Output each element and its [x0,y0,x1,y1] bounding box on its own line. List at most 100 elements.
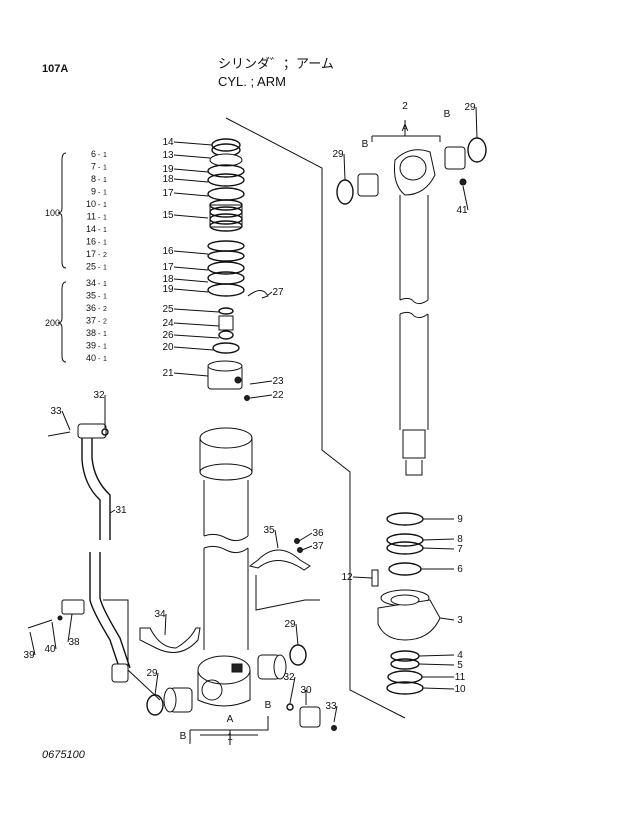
leader-line [343,153,346,181]
kit-item-separator: - [98,319,101,326]
callout-tube-label: 29 [284,619,296,630]
callout-piston-label: 24 [162,318,174,329]
kit-item-qty: 1 [103,215,107,222]
callout-piston-label: 19 [162,164,174,175]
callout-pipe-label: 35 [263,525,275,536]
kit-item-separator: - [98,356,101,363]
leader-line [274,529,279,549]
kit-item-separator: - [98,165,101,172]
callout-piston-label: 18 [162,274,174,285]
callout-piston-label: 13 [162,150,174,161]
kit-label-200: 200 [45,318,60,328]
callout-piston-label: 19 [162,284,174,295]
kit-item-number: 40 [86,353,96,363]
kit-item-number: 37 [86,316,96,326]
callout-piston-label: 18 [162,174,174,185]
kit-item-number: 10 [86,199,96,209]
kit-item-number: 34 [86,278,96,288]
leader-line [173,372,209,377]
callout-tube-label: A [227,714,234,725]
kit-item-qty: 1 [103,227,107,234]
callout-labels: 1413191817151617181925242620212723222ABB… [23,101,476,743]
callout-pipe-label: 37 [312,541,324,552]
kit-item-qty: 2 [103,319,107,326]
callout-tube-label: B [180,731,187,742]
kit-item-number: 8 [91,174,96,184]
leader-line [173,214,209,219]
callout-piston-label: 20 [162,342,174,353]
callout-rod-label: 2 [402,101,408,112]
leader-line [173,178,209,183]
rod-head-assembly [371,512,441,695]
kit-item-separator: - [98,227,101,234]
callout-rod-label: B [362,139,369,150]
callout-pipe-label: 39 [23,650,35,661]
kit-item-qty: 1 [103,190,107,197]
kit-item-qty: 1 [103,152,107,159]
leader-line [418,654,455,657]
callout-head-label: 11 [455,672,466,683]
leader-line [422,538,455,541]
leader-line [422,687,455,690]
leader-line [352,576,373,579]
leader-line [462,185,469,211]
leader-line [301,545,313,551]
kit-item-number: 11 [87,212,96,222]
kit-item-qty: 1 [103,281,107,288]
kit-item-separator: - [98,215,101,222]
leader-line [61,410,71,431]
callout-piston-label: 17 [162,188,174,199]
kit-label-100: 100 [45,208,60,218]
pipe-assembly [27,423,131,683]
leader-line [475,106,478,139]
kit-item-separator: - [98,190,101,197]
callout-pipe-label: 31 [115,505,127,516]
leader-line [173,322,220,327]
kit-item-number: 9 [91,187,96,197]
kit-100-brace [57,152,67,269]
kit-item-separator: - [98,152,101,159]
callout-pipe-label: 33 [50,406,62,417]
leader-line [422,547,455,550]
callout-piston-label: 23 [272,376,284,387]
kit-item-number: 39 [86,341,96,351]
leader-line [173,141,213,146]
leader-line [164,613,167,636]
leader-line [418,663,455,666]
callout-piston-label: 17 [162,262,174,273]
kit-item-qty: 1 [103,265,107,272]
bracket-line [190,716,269,731]
callout-piston-label: 27 [272,287,284,298]
kit-item-number: 25 [86,262,96,272]
piston-seal-stack [207,138,269,401]
kit-item-number: 6 [91,149,96,159]
callout-leader-lines [29,106,478,745]
leader-line [173,346,214,351]
cylinder-tube [197,427,253,707]
leader-line [289,676,296,704]
leader-line [173,192,209,197]
kit-item-separator: - [98,306,101,313]
leader-line [249,394,273,399]
leader-line [333,705,338,723]
leader-line [173,168,209,173]
leader-line [267,291,273,296]
kit-item-separator: - [98,240,101,247]
leader-line [249,380,273,385]
callout-piston-label: 16 [162,246,174,257]
leader-line [173,308,220,313]
kit-100-list: 100 6-17-18-19-110-111-114-116-117-225-1 [45,149,107,272]
callout-piston-label: 26 [162,330,174,341]
callout-head-label: 12 [341,572,353,583]
callout-pipe-label: 40 [44,644,56,655]
callout-rod-label: B [444,109,451,120]
leader-line [439,617,455,621]
callout-head-label: 3 [457,615,463,626]
kit-item-separator: - [98,265,101,272]
callout-head-label: 4 [457,650,463,661]
kit-item-qty: 1 [103,177,107,184]
kit-item-separator: - [98,177,101,184]
title-japanese: シリンダ゛；アーム [218,56,334,72]
kit-item-number: 38 [86,328,96,338]
leader-line [67,613,73,643]
